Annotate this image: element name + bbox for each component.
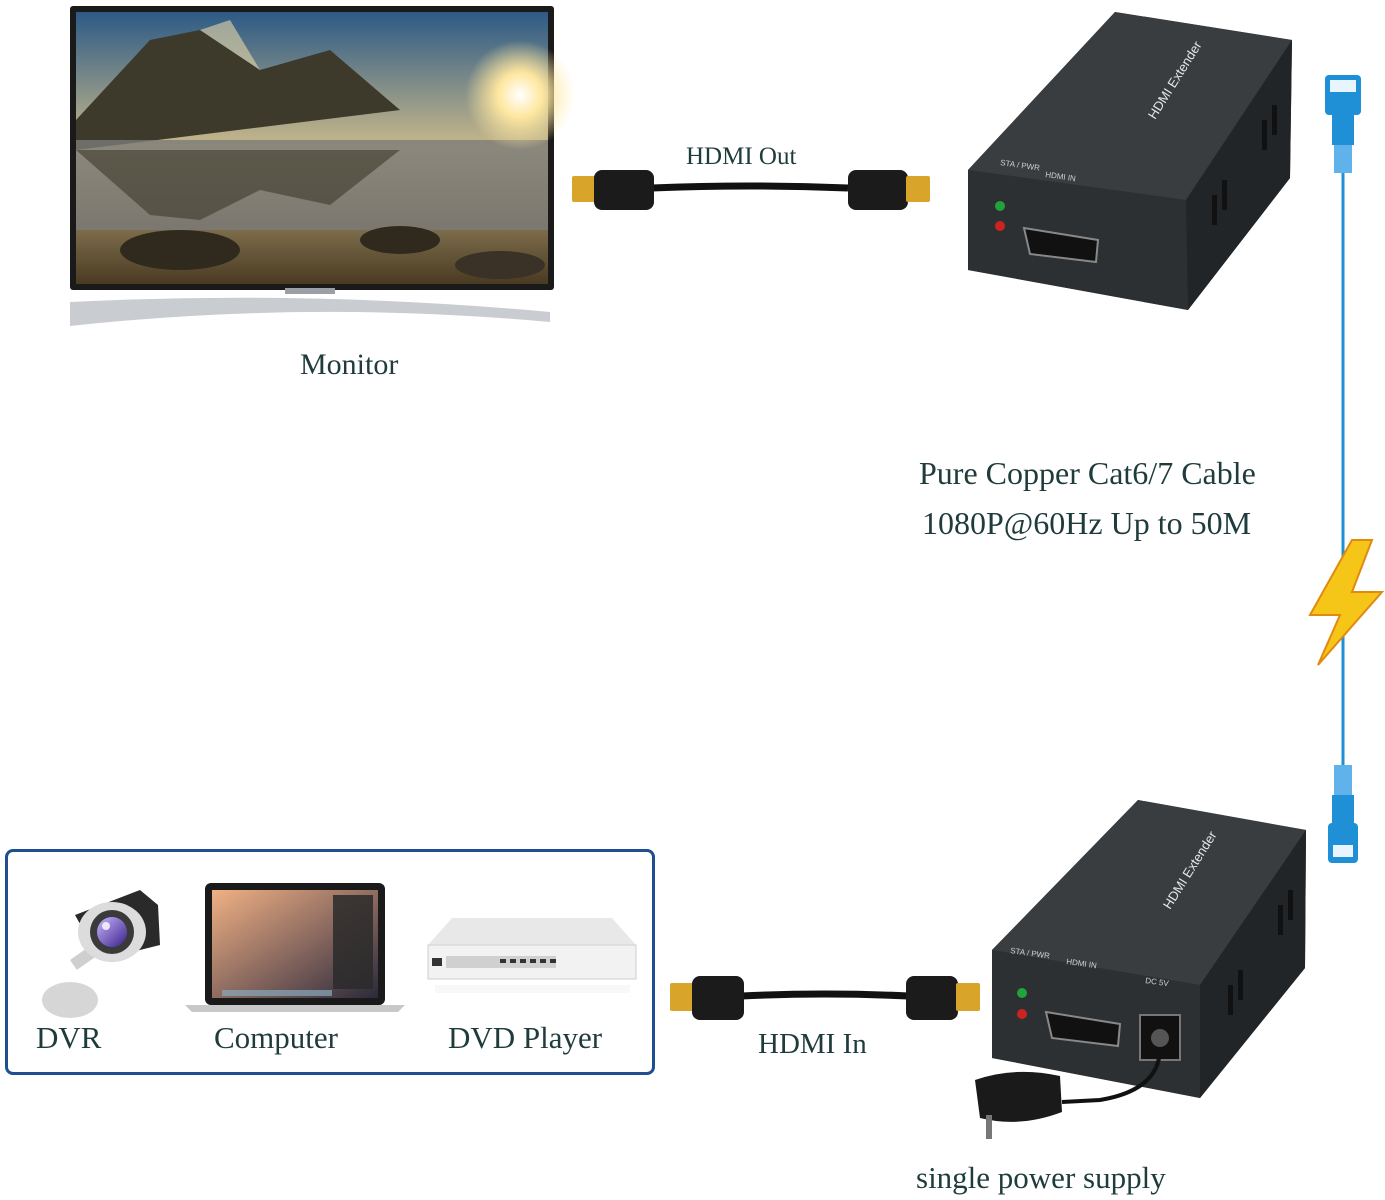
extender-tx: HDMI Extender STA / PWR HDMI IN DC 5V — [992, 800, 1306, 1098]
ethernet-cable — [1325, 75, 1361, 863]
source-devices-box — [5, 849, 655, 1075]
hdmi-out-label: HDMI Out — [686, 143, 797, 170]
source-label-dvr: DVR — [36, 1020, 102, 1055]
tx-port-label-mid: HDMI IN — [1066, 957, 1098, 970]
source-label-dvd: DVD Player — [448, 1020, 603, 1055]
power-supply-label: single power supply — [916, 1160, 1166, 1195]
extender-rx: HDMI Extender STA / PWR HDMI IN — [968, 12, 1292, 310]
rx-port-label-right: HDMI IN — [1045, 170, 1077, 183]
laptop-icon — [185, 883, 405, 1012]
power-adapter-icon — [975, 1047, 1162, 1139]
monitor-label: Monitor — [300, 348, 399, 381]
hdmi-out-cable — [572, 170, 930, 210]
hdmi-in-cable — [670, 976, 980, 1020]
tx-port-label-right: DC 5V — [1145, 976, 1170, 988]
dvd-player-icon — [427, 918, 637, 993]
hdmi-in-label: HDMI In — [758, 1028, 867, 1060]
cable-info-line2: 1080P@60Hz Up to 50M — [922, 505, 1252, 541]
cable-info-line1: Pure Copper Cat6/7 Cable — [919, 455, 1256, 491]
source-label-computer: Computer — [214, 1020, 338, 1055]
monitor-icon — [70, 6, 575, 326]
lightning-icon — [1308, 539, 1385, 666]
security-camera-icon — [42, 890, 160, 1018]
